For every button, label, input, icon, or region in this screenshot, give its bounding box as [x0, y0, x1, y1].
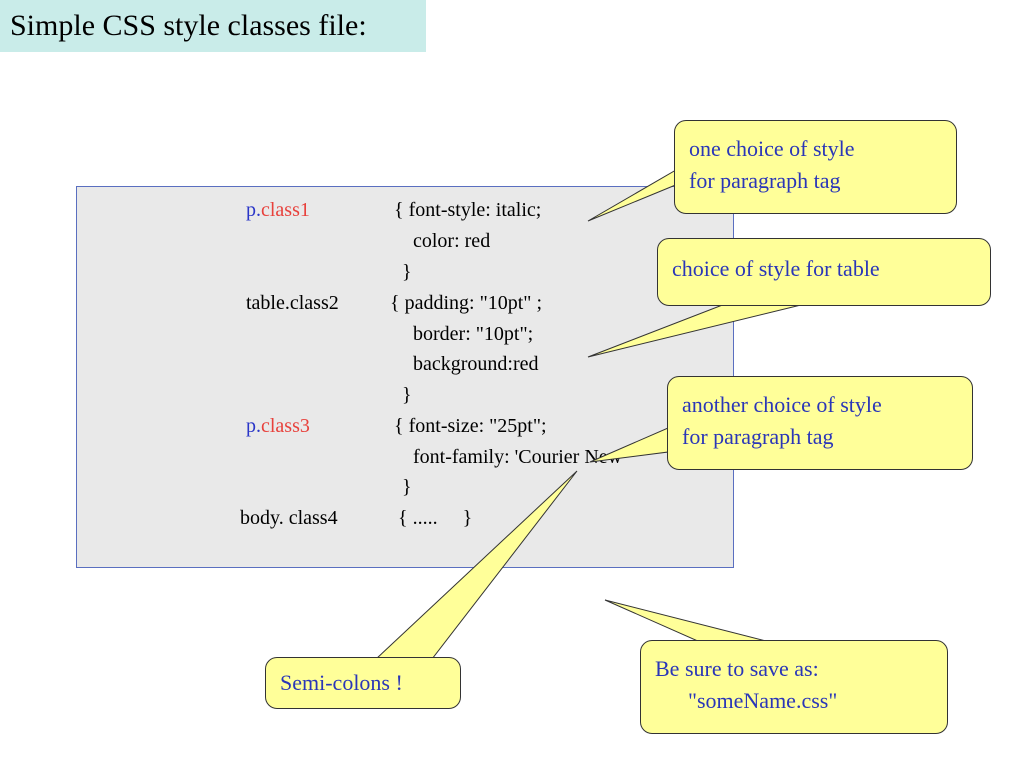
callout-pointer-semicolons [374, 470, 578, 660]
callout-table: choice of style for table [657, 238, 991, 306]
callout-save: Be sure to save as: "someName.css" [640, 640, 948, 734]
code-line: { padding: "10pt" ; [390, 292, 543, 314]
code-line: } [402, 476, 412, 498]
callout-p-class1: one choice of style for paragraph tag [674, 120, 957, 214]
callout-pointer-table [587, 303, 806, 358]
callout-pointer-p-class3 [589, 427, 669, 463]
callout-semicolons: Semi-colons ! [265, 657, 461, 709]
selector-table-class2: table.class2 [246, 292, 339, 314]
selector-body-class4: body. class4 [240, 507, 338, 529]
slide-title: Simple CSS style classes file: [0, 0, 426, 52]
code-line: color: red [413, 230, 491, 252]
selector-prefix: p. [246, 415, 261, 437]
selector-p-class1: p.class1 [246, 198, 310, 222]
callout-p-class3: another choice of style for paragraph ta… [667, 376, 973, 470]
selector-class: class1 [261, 199, 310, 221]
code-line: { font-size: "25pt"; [394, 415, 547, 437]
code-line: background:red [413, 353, 539, 375]
code-line: border: "10pt"; [413, 323, 534, 345]
selector-prefix: p. [246, 199, 261, 221]
code-line: } [402, 261, 412, 283]
selector-class: class3 [261, 415, 310, 437]
callout-pointer-save [604, 599, 771, 643]
code-line: { font-style: italic; [394, 199, 542, 221]
code-panel [76, 186, 734, 568]
code-line: } [402, 384, 412, 406]
code-line: { ..... } [398, 507, 473, 529]
selector-p-class3: p.class3 [246, 414, 310, 438]
